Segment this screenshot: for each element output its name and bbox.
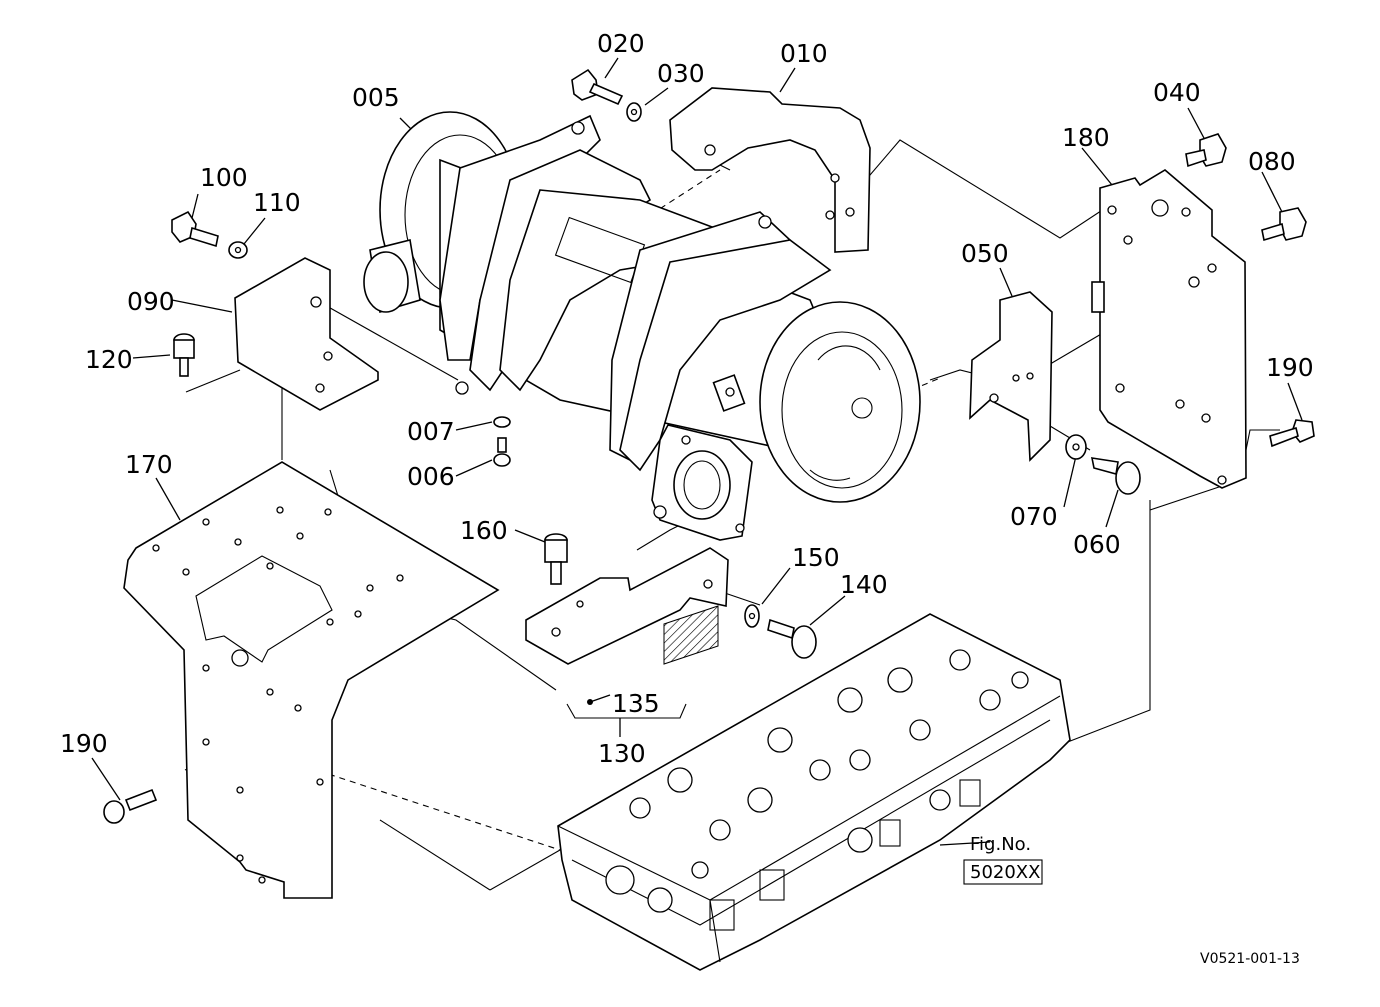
label-180: 180 bbox=[1062, 123, 1110, 152]
label-070: 070 bbox=[1010, 502, 1058, 531]
label-100: 100 bbox=[200, 163, 248, 192]
label-135: 135 bbox=[612, 689, 660, 718]
label-080: 080 bbox=[1248, 147, 1296, 176]
label-150: 150 bbox=[792, 543, 840, 572]
bolt-020 bbox=[571, 68, 624, 106]
label-010: 010 bbox=[780, 39, 828, 68]
bolt-140 bbox=[767, 618, 817, 659]
label-190-right: 190 bbox=[1266, 353, 1314, 382]
bracket-130 bbox=[525, 547, 729, 665]
bracket-170 bbox=[123, 461, 500, 899]
label-060: 060 bbox=[1073, 530, 1121, 559]
drawing-code: V0521-001-13 bbox=[1200, 951, 1300, 967]
bolt-160 bbox=[544, 533, 568, 585]
dpf-muffler-005 bbox=[363, 111, 921, 541]
label-170: 170 bbox=[125, 450, 173, 479]
label-050: 050 bbox=[961, 239, 1009, 268]
label-190-left: 190 bbox=[60, 729, 108, 758]
label-030: 030 bbox=[657, 59, 705, 88]
bolt-080 bbox=[1261, 207, 1307, 242]
bolt-190-right bbox=[1269, 419, 1315, 448]
bolt-060 bbox=[1090, 457, 1141, 495]
label-160: 160 bbox=[460, 516, 508, 545]
label-005: 005 bbox=[352, 83, 400, 112]
bolt-040 bbox=[1185, 133, 1227, 168]
label-040: 040 bbox=[1153, 78, 1201, 107]
label-140: 140 bbox=[840, 570, 888, 599]
label-110: 110 bbox=[253, 188, 301, 217]
plate-180 bbox=[1091, 169, 1247, 489]
label-120: 120 bbox=[85, 345, 133, 374]
figure-ref-line1: Fig.No. bbox=[970, 834, 1031, 855]
bracket-090 bbox=[234, 257, 379, 411]
label-130: 130 bbox=[598, 739, 646, 768]
part-labels: 005 020 030 010 040 080 180 050 190 100 … bbox=[60, 29, 1314, 967]
label-090: 090 bbox=[127, 287, 175, 316]
bracket-050 bbox=[969, 291, 1053, 462]
figure-ref-line2: 5020XX bbox=[970, 862, 1040, 883]
washer-007 bbox=[493, 416, 511, 428]
label-020: 020 bbox=[597, 29, 645, 58]
bolt-006 bbox=[493, 437, 511, 467]
bracket-010 bbox=[669, 87, 871, 253]
bolt-120 bbox=[173, 333, 195, 377]
washer-150 bbox=[744, 604, 760, 628]
washer-110 bbox=[228, 241, 248, 259]
label-006: 006 bbox=[407, 462, 455, 491]
label-007: 007 bbox=[407, 417, 455, 446]
bolt-190-left bbox=[103, 788, 158, 824]
washer-030 bbox=[626, 102, 642, 122]
cylinder-head bbox=[557, 613, 1071, 971]
washer-070 bbox=[1065, 434, 1087, 460]
bolt-100 bbox=[171, 210, 219, 248]
